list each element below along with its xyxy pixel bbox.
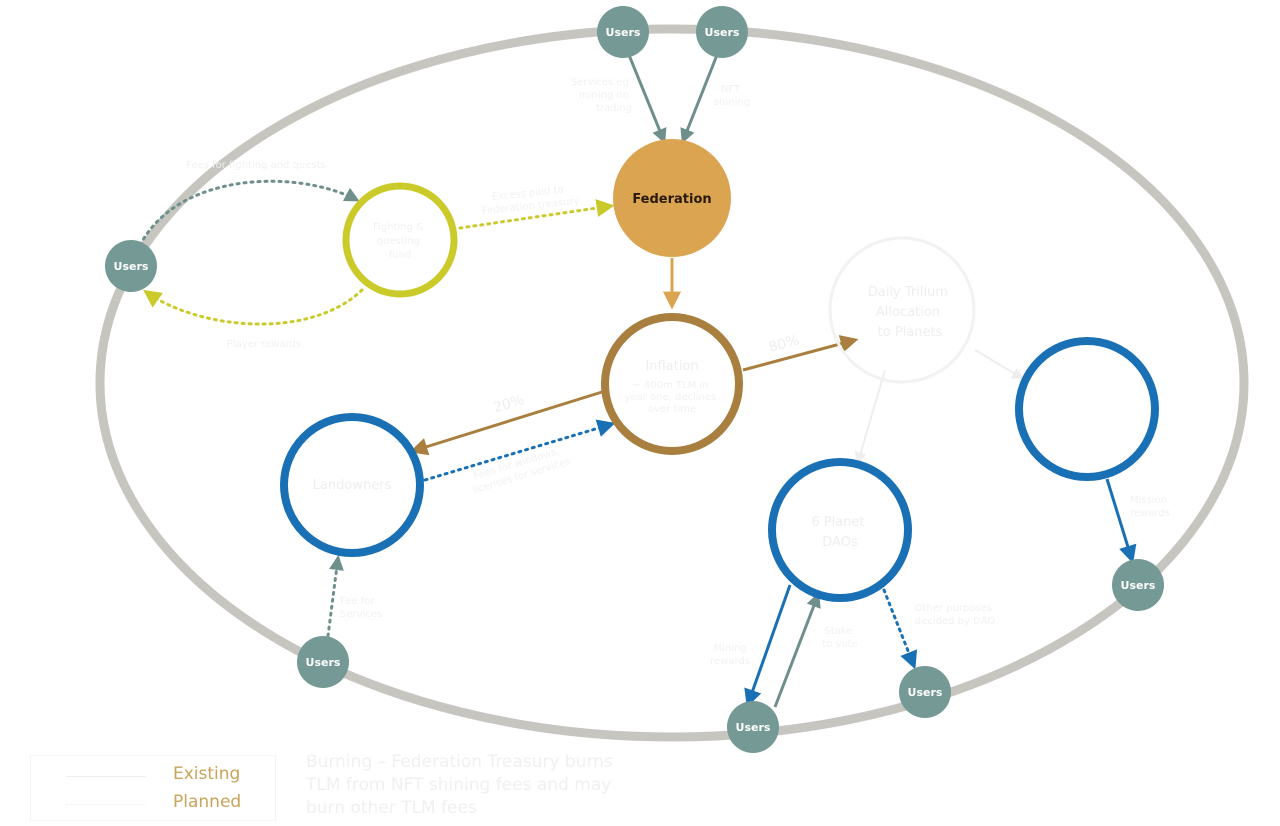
annotation-nft-shining: NFT shining: [714, 84, 750, 108]
annotation-20-percent: 20%: [492, 392, 526, 416]
annotation-stake-vote: Stake to vote: [822, 626, 857, 650]
users-node-right[interactable]: Users: [1112, 559, 1164, 611]
legend-existing-label: Existing: [173, 764, 241, 784]
legend: Existing Planned: [30, 755, 276, 821]
users-node-top-left[interactable]: Users: [597, 6, 649, 58]
svg-text:Users: Users: [606, 26, 641, 39]
svg-text:Users: Users: [705, 26, 740, 39]
planet-daos-to-users-other-arrow: [882, 588, 918, 670]
svg-text:Users: Users: [908, 686, 943, 699]
annotation-fees-fighting: Fees for fighting and quests: [186, 160, 326, 171]
landowners-node[interactable]: [280, 413, 424, 557]
federation-label: Federation: [632, 192, 711, 207]
users-to-federation-arrow-2: [680, 54, 719, 144]
annotation-mining-rewards: Mining rewards: [710, 643, 750, 667]
planet-daos-label: 6 Planet DAOs: [811, 515, 868, 550]
inflation-to-landowners-arrow: [409, 390, 603, 456]
daily-allocation-to-planet-binance-arrow: [974, 349, 1025, 380]
legend-planned-line: [66, 804, 146, 805]
planet-daos-node[interactable]: [768, 458, 912, 602]
annotation-player-rewards: Player rewards: [227, 339, 301, 350]
fighting-fund-label: Fighting & questing fund: [373, 222, 427, 261]
fighting-fund-to-federation-arrow: [458, 199, 615, 230]
daily-allocation-node[interactable]: [828, 236, 976, 384]
orbit-ring: [95, 24, 1249, 742]
annotation-services-mining: Services eg mining on trading: [571, 77, 632, 114]
inflation-detail: ~ 400m TLM in year one, declines over ti…: [625, 380, 720, 415]
legend-existing-line: [66, 776, 146, 777]
svg-text:Users: Users: [306, 656, 341, 669]
users-node-bottom-right[interactable]: Users: [899, 666, 951, 718]
annotation-fees-services: Fee for Services: [340, 596, 382, 620]
users-to-federation-arrow-1: [627, 54, 667, 144]
users-node-bottom-center[interactable]: Users: [727, 701, 779, 753]
annotation-80-percent: 80%: [767, 332, 801, 356]
users-node-bottom-left[interactable]: Users: [297, 636, 349, 688]
fighting-fund-to-users-arrow: [143, 288, 364, 326]
inflation-title: Inflation: [645, 359, 698, 374]
planet-binance-to-users-arrow: [1105, 478, 1137, 564]
planet-binance-node[interactable]: [1015, 337, 1159, 481]
svg-text:Users: Users: [736, 721, 771, 734]
landowners-to-inflation-arrow: [423, 419, 616, 482]
users-to-planet-daos-stake-arrow: [773, 592, 821, 708]
daily-allocation-label: Daily Trilium Allocation to Planets: [868, 285, 952, 340]
svg-text:Users: Users: [1121, 579, 1156, 592]
fighting-fund-node[interactable]: [342, 182, 458, 298]
inflation-node[interactable]: [601, 313, 743, 455]
annotation-mission-rewards: Mission rewards: [1130, 495, 1170, 519]
planet-daos-to-users-mining-arrow: [744, 584, 792, 708]
federation-node[interactable]: [613, 139, 731, 257]
inflation-to-daily-allocation-arrow: [742, 335, 859, 372]
legend-planned-label: Planned: [173, 792, 242, 812]
svg-text:Users: Users: [114, 260, 149, 273]
users-node-left[interactable]: Users: [105, 240, 157, 292]
burning-note: Burning – Federation Treasury burns TLM …: [306, 752, 613, 818]
users-to-landowners-arrow: [326, 555, 344, 638]
annotation-other-purposes: Other purposes decided by DAO: [915, 603, 996, 627]
users-node-top-right[interactable]: Users: [696, 6, 748, 58]
landowners-label: Landowners: [313, 478, 392, 493]
daily-allocation-to-planet-daos-arrow: [854, 369, 886, 465]
